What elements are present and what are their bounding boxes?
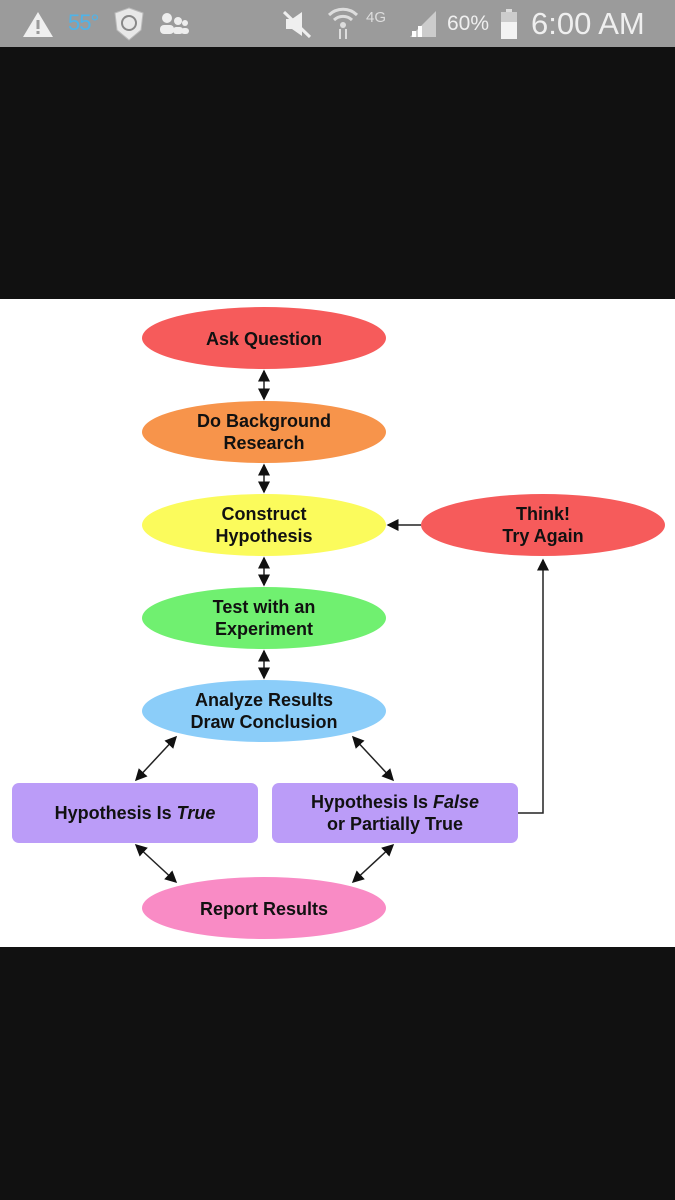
svg-text:Analyze Results: Analyze Results [195, 690, 333, 710]
temperature: 55° [68, 10, 99, 35]
arrow [134, 843, 178, 884]
svg-text:or Partially True: or Partially True [327, 814, 463, 834]
status-bar: 55° 4G 60% 6:00 AM [0, 0, 675, 47]
svg-text:Ask Question: Ask Question [206, 329, 322, 349]
wifi-icon [327, 5, 359, 41]
svg-text:Construct: Construct [222, 504, 307, 524]
clock: 6:00 AM [531, 6, 645, 41]
4g-lte-icon: 4G [366, 9, 387, 26]
node-hypothesis-false: Hypothesis Is False or Partially True [272, 783, 518, 843]
scientific-method-diagram: Ask Question Do Background Research Cons… [12, 307, 665, 939]
node-ask-question: Ask Question [142, 307, 386, 369]
svg-text:Do Background: Do Background [197, 411, 331, 431]
svg-text:Hypothesis: Hypothesis [215, 526, 312, 546]
feedback-arrow [518, 558, 549, 814]
node-report-results: Report Results [142, 877, 386, 939]
svg-text:Hypothesis Is True: Hypothesis Is True [55, 803, 216, 823]
warning-icon [22, 10, 54, 38]
arrow [134, 735, 178, 782]
battery-percent: 60% [447, 12, 490, 35]
node-background-research: Do Background Research [142, 401, 386, 463]
svg-text:Hypothesis Is False: Hypothesis Is False [311, 792, 479, 812]
battery-icon [500, 8, 518, 40]
node-think-try-again: Think! Try Again [421, 494, 665, 556]
node-construct-hypothesis: Construct Hypothesis [142, 494, 386, 556]
arrow [351, 735, 395, 782]
node-test-experiment: Test with an Experiment [142, 587, 386, 649]
svg-text:Research: Research [223, 433, 304, 453]
image-viewer[interactable]: Ask Question Do Background Research Cons… [0, 299, 675, 947]
node-hypothesis-true: Hypothesis Is True [12, 783, 258, 843]
svg-text:Report Results: Report Results [200, 899, 328, 919]
signal-icon [408, 9, 438, 39]
svg-text:Test with an: Test with an [213, 597, 316, 617]
arrow [351, 843, 395, 884]
node-analyze-results: Analyze Results Draw Conclusion [142, 680, 386, 742]
svg-text:Try Again: Try Again [502, 526, 583, 546]
contacts-icon [158, 12, 190, 36]
shield-icon [112, 6, 146, 42]
mute-icon [282, 9, 312, 39]
svg-text:Experiment: Experiment [215, 619, 313, 639]
svg-text:Think!: Think! [516, 504, 570, 524]
svg-text:Draw Conclusion: Draw Conclusion [190, 712, 337, 732]
